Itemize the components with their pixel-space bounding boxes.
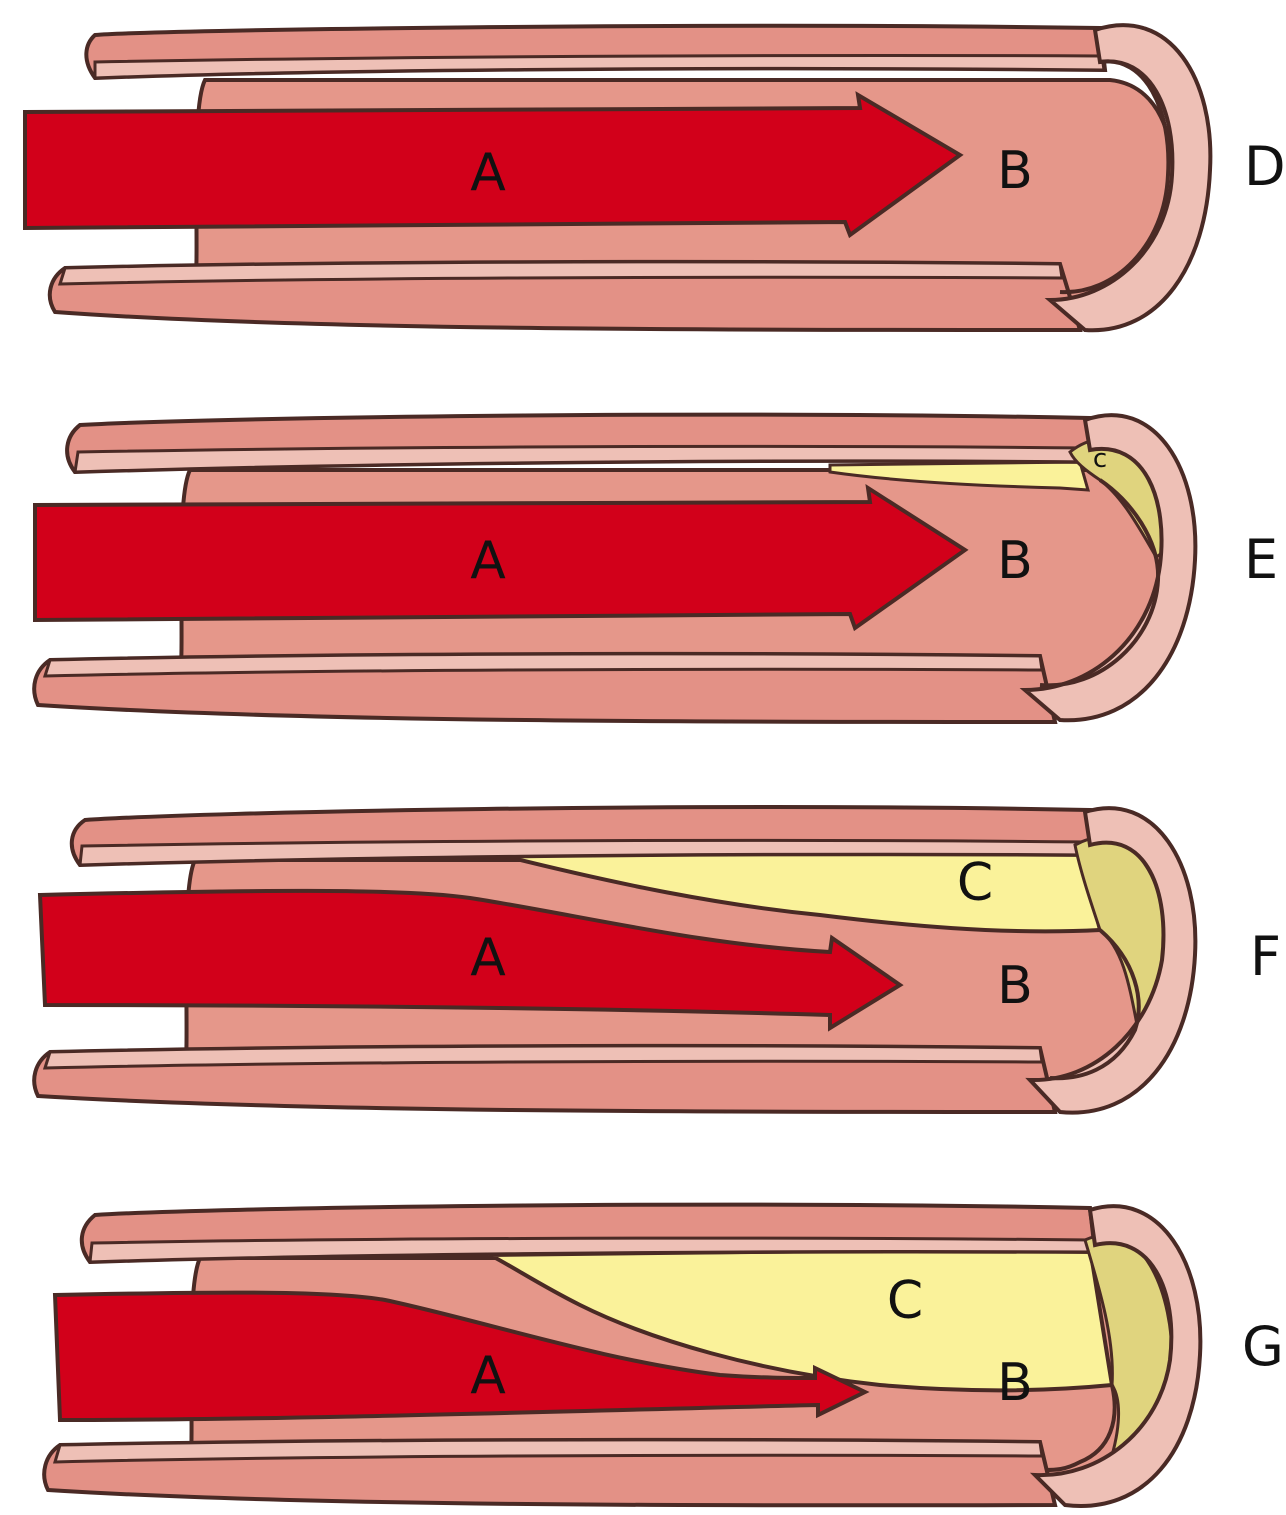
label-c: C	[887, 1271, 923, 1331]
panel-e: c A B E	[34, 415, 1278, 722]
panel-label-g: G	[1242, 1315, 1284, 1378]
label-c: c	[1093, 444, 1107, 474]
label-a: A	[470, 143, 506, 203]
panel-label-d: D	[1244, 135, 1286, 198]
panel-d: A B D	[25, 25, 1286, 330]
label-b: B	[997, 141, 1033, 201]
label-b: B	[997, 956, 1033, 1016]
label-b: B	[997, 531, 1033, 591]
label-a: A	[470, 1346, 506, 1406]
panel-label-e: E	[1244, 528, 1278, 591]
label-a: A	[470, 531, 506, 591]
panel-g: C A B G	[44, 1205, 1284, 1506]
panel-label-f: F	[1250, 925, 1281, 988]
panel-f: C A B F	[34, 807, 1281, 1113]
wall-band-top	[95, 55, 1104, 78]
label-b: B	[997, 1353, 1033, 1413]
label-c: C	[957, 853, 993, 913]
label-a: A	[470, 928, 506, 988]
